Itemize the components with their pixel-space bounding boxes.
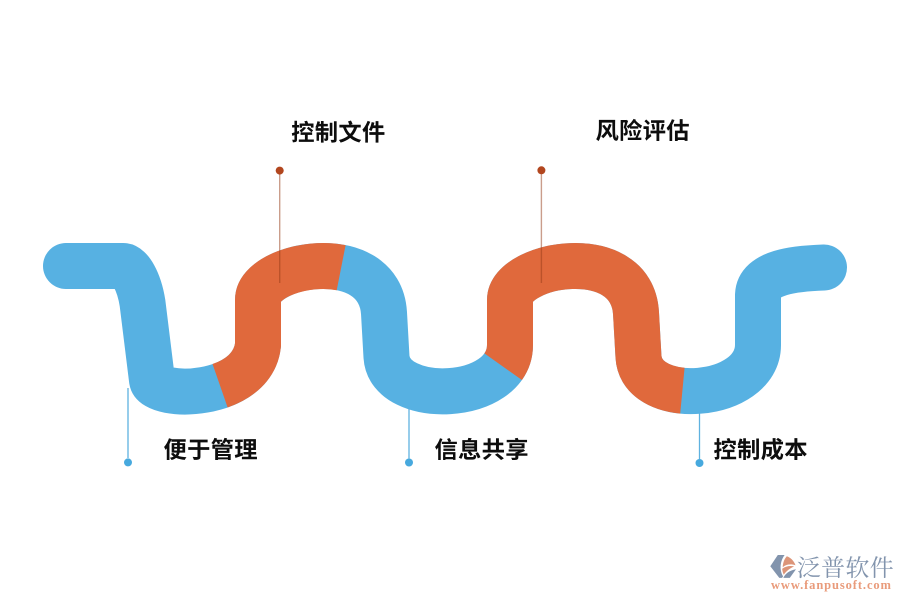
svg-text:www.fanpusoft.com: www.fanpusoft.com [771, 578, 892, 592]
